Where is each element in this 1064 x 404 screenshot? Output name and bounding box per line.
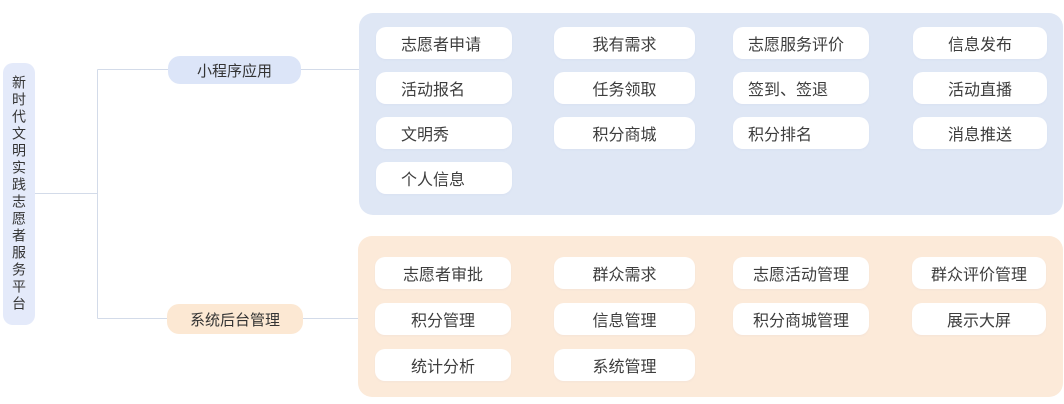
feature-item: 统计分析	[375, 349, 511, 381]
feature-item: 信息管理	[554, 303, 695, 335]
feature-item: 群众需求	[554, 257, 695, 289]
branch-label-mini-program: 小程序应用	[196, 62, 272, 80]
feature-item: 群众评价管理	[912, 257, 1046, 289]
branch-label-backend-admin: 系统后台管理	[189, 311, 280, 329]
feature-item: 签到、签退	[733, 72, 869, 104]
mini-program-panel: 志愿者申请 活动报名 文明秀 个人信息 我有需求 任务领取 积分商城 志愿服务评…	[359, 13, 1063, 215]
feature-item: 活动直播	[913, 72, 1047, 104]
mini-panel-column-4: 信息发布 活动直播 消息推送	[913, 27, 1047, 149]
branch-node-mini-program: 小程序应用	[168, 56, 301, 84]
feature-item: 个人信息	[376, 162, 512, 194]
feature-item: 消息推送	[913, 117, 1047, 149]
feature-item: 文明秀	[376, 117, 512, 149]
backend-admin-panel: 志愿者审批 积分管理 统计分析 群众需求 信息管理 系统管理 志愿活动管理 积分…	[358, 236, 1063, 397]
admin-panel-column-3: 志愿活动管理 积分商城管理	[733, 257, 869, 335]
mini-panel-column-2: 我有需求 任务领取 积分商城	[554, 27, 695, 149]
branch-node-backend-admin: 系统后台管理	[167, 304, 303, 334]
feature-item: 积分管理	[375, 303, 511, 335]
feature-item: 积分排名	[733, 117, 869, 149]
feature-item: 志愿者申请	[376, 27, 512, 59]
mini-panel-column-3: 志愿服务评价 签到、签退 积分排名	[733, 27, 869, 149]
feature-item: 系统管理	[554, 349, 695, 381]
admin-panel-column-1: 志愿者审批 积分管理 统计分析	[375, 257, 511, 381]
feature-item: 我有需求	[554, 27, 695, 59]
admin-panel-column-2: 群众需求 信息管理 系统管理	[554, 257, 695, 381]
feature-item: 活动报名	[376, 72, 512, 104]
feature-item: 志愿活动管理	[733, 257, 869, 289]
platform-title: 新时代文明实践志愿者服务平台	[11, 75, 27, 313]
mini-panel-column-1: 志愿者申请 活动报名 文明秀 个人信息	[376, 27, 512, 194]
feature-item: 积分商城	[554, 117, 695, 149]
platform-root-node: 新时代文明实践志愿者服务平台	[3, 63, 35, 325]
feature-item: 任务领取	[554, 72, 695, 104]
feature-item: 积分商城管理	[733, 303, 869, 335]
feature-item: 展示大屏	[912, 303, 1046, 335]
feature-item: 信息发布	[913, 27, 1047, 59]
admin-panel-column-4: 群众评价管理 展示大屏	[912, 257, 1046, 335]
feature-item: 志愿者审批	[375, 257, 511, 289]
feature-item: 志愿服务评价	[733, 27, 869, 59]
